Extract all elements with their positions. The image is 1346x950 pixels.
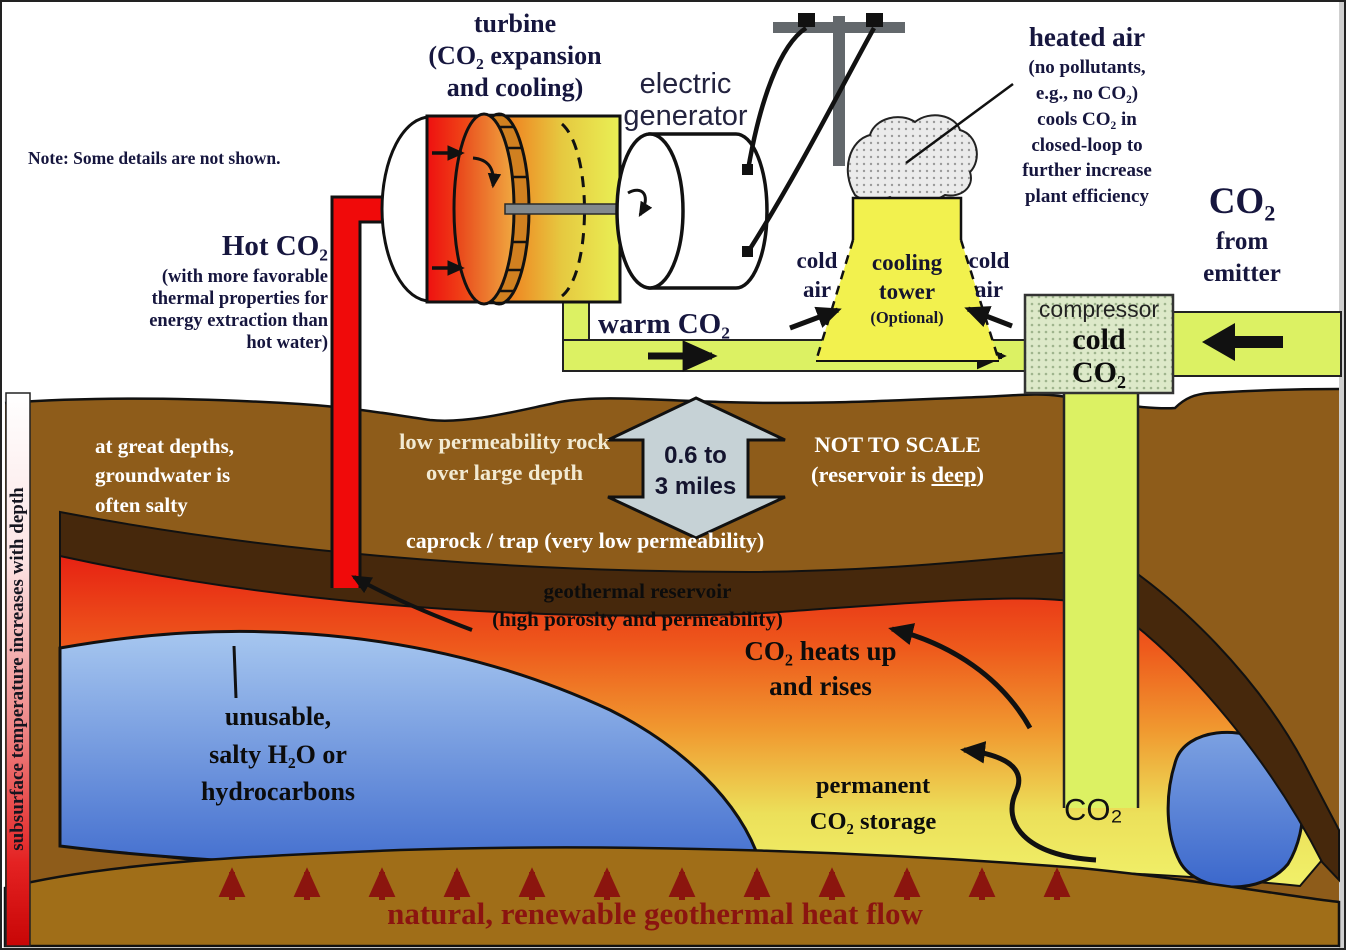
subsurface-temperature-label: subsurface temperature increases with de… bbox=[7, 487, 28, 851]
heated-air-label: heated air (no pollutants, e.g., no CO₂)… bbox=[1022, 22, 1152, 208]
note-label: Note: Some details are not shown. bbox=[28, 148, 281, 168]
hot-co2-label: Hot CO₂ (with more favorable thermal pro… bbox=[149, 230, 328, 353]
insulator-left bbox=[798, 13, 815, 27]
unusable-water-label: unusable, salty H₂O or hydrocarbons bbox=[200, 702, 356, 807]
electric-generator-label: electric generator bbox=[623, 68, 748, 133]
cooling-tower bbox=[814, 196, 1001, 362]
cooling-tower-label: cooling tower (Optional) bbox=[870, 250, 944, 327]
permanent-storage-label: permanent CO₂ storage bbox=[809, 772, 937, 835]
injection-pipe bbox=[1062, 393, 1140, 808]
emitter-pipe bbox=[1172, 311, 1342, 377]
turbine-label: turbine (CO₂ expansion and cooling) bbox=[428, 9, 602, 102]
reservoir-arrows bbox=[232, 575, 1097, 863]
cold-air-arrow-right bbox=[964, 306, 1013, 329]
unusable-leader-line bbox=[232, 645, 238, 699]
cold-air-left-label: cold air bbox=[796, 248, 838, 302]
right-edge-strip bbox=[1339, 0, 1346, 950]
depth-scale-label: 0.6 to 3 miles bbox=[654, 442, 737, 501]
reservoir-label: geothermal reservoir (high porosity and … bbox=[492, 579, 783, 631]
electric-generator bbox=[615, 132, 769, 290]
wheel-rotation-arrow bbox=[472, 156, 502, 189]
heated-air-leader-line bbox=[905, 82, 1014, 165]
cold-air-arrow-left bbox=[789, 306, 842, 331]
low-permeability-label: low permeability rock over large depth bbox=[399, 429, 610, 486]
generator-rotation-arrow bbox=[627, 188, 653, 218]
ground-surface-line bbox=[4, 387, 1340, 422]
not-to-scale-label: NOT TO SCALE (reservoir is deep) bbox=[811, 432, 984, 487]
co2-from-emitter-label: CO₂ from emitter bbox=[1203, 181, 1281, 288]
caprock-band bbox=[59, 510, 1340, 883]
salty-groundwater-label: at great depths, groundwater is often sa… bbox=[95, 434, 235, 517]
compressor-box bbox=[1023, 293, 1175, 395]
caprock-label: caprock / trap (very low permeability) bbox=[406, 528, 765, 553]
insulator-right bbox=[866, 13, 883, 27]
co2-storage-arrow bbox=[960, 741, 1097, 863]
power-wires bbox=[745, 26, 876, 254]
reservoir-to-pipe-arrow bbox=[351, 575, 473, 632]
co2-heats-up-label: CO₂ heats up and rises bbox=[744, 636, 897, 702]
co2-rises-arrow bbox=[888, 623, 1033, 730]
temperature-gradient-bar bbox=[5, 392, 31, 947]
depth-scale-arrow bbox=[607, 396, 786, 540]
emitter-flow-arrow bbox=[1202, 323, 1283, 361]
warm-co2-label: warm CO₂ bbox=[598, 308, 730, 340]
heat-flow-label: natural, renewable geothermal heat flow bbox=[387, 896, 923, 931]
compressor-label: compressor cold CO₂ bbox=[1038, 296, 1160, 389]
cold-air-right-label: cold air bbox=[968, 248, 1010, 302]
co2-pipe-label: CO₂ bbox=[1064, 792, 1123, 827]
bottom-heat-band bbox=[3, 846, 1341, 948]
